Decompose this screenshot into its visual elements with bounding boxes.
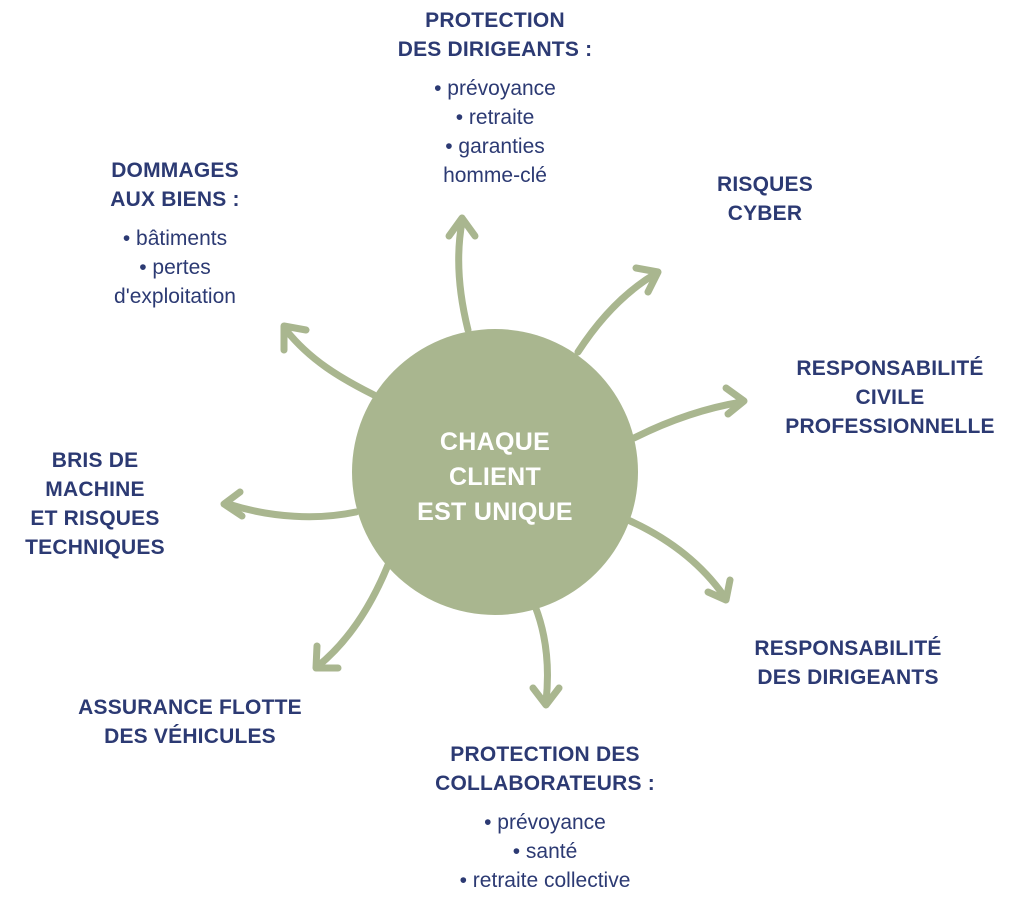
node-items: • prévoyance • retraite • garanties homm…: [345, 74, 645, 190]
title-line: PROFESSIONNELLE: [785, 415, 995, 438]
arrow-rc-dirigeants: [624, 516, 728, 600]
title-line: TECHNIQUES: [25, 536, 165, 559]
arrowhead-risques-cyber: [632, 264, 662, 296]
title-line: DOMMAGES: [111, 159, 239, 182]
title-line: DES DIRIGEANTS: [757, 666, 939, 689]
center-line: CHAQUE: [439, 428, 551, 456]
list-item: • pertes: [139, 256, 211, 279]
node-title: RISQUES CYBER: [680, 170, 850, 228]
title-line: RISQUES: [717, 173, 813, 196]
node-rc-professionnelle: RESPONSABILITÉ CIVILE PROFESSIONNELLE: [762, 354, 1018, 441]
node-protection-dirigeants: PROTECTION DES DIRIGEANTS : • prévoyance…: [345, 6, 645, 190]
node-title: PROTECTION DES COLLABORATEURS :: [395, 740, 695, 798]
arrowhead-rc-dirigeants: [704, 576, 734, 604]
title-line: COLLABORATEURS :: [435, 772, 655, 795]
title-line: MACHINE: [45, 478, 145, 501]
list-item: d'exploitation: [114, 285, 236, 308]
title-line: DES DIRIGEANTS :: [397, 38, 593, 61]
node-title: DOMMAGES AUX BIENS :: [70, 156, 280, 214]
list-item: • prévoyance: [434, 77, 556, 100]
arrowhead-flotte: [312, 642, 342, 672]
list-item: • retraite collective: [459, 869, 631, 892]
node-rc-dirigeants: RESPONSABILITÉ DES DIRIGEANTS: [728, 634, 968, 692]
node-title: RESPONSABILITÉ CIVILE PROFESSIONNELLE: [762, 354, 1018, 441]
list-item: • retraite: [455, 106, 535, 129]
node-title: PROTECTION DES DIRIGEANTS :: [345, 6, 645, 64]
title-line: RESPONSABILITÉ: [754, 637, 942, 660]
list-item: • garanties: [445, 135, 545, 158]
title-line: CIVILE: [855, 386, 925, 409]
title-line: RESPONSABILITÉ: [796, 357, 984, 380]
center-circle: [352, 329, 638, 615]
arrow-rc-pro: [630, 398, 746, 442]
node-bris-machine: BRIS DE MACHINE ET RISQUES TECHNIQUES: [2, 446, 188, 562]
arrow-bris-machine: [224, 500, 360, 521]
arrow-protection-dirigeants: [455, 218, 472, 334]
node-assurance-flotte: ASSURANCE FLOTTE DES VÉHICULES: [50, 693, 330, 751]
center-line: EST UNIQUE: [417, 498, 573, 526]
title-line: DES VÉHICULES: [104, 725, 276, 748]
node-title: BRIS DE MACHINE ET RISQUES TECHNIQUES: [2, 446, 188, 562]
arrowhead-dommages-biens: [280, 322, 310, 354]
node-dommages-biens: DOMMAGES AUX BIENS : • bâtiments • perte…: [70, 156, 280, 311]
center-line: CLIENT: [448, 463, 542, 491]
node-items: • bâtiments • pertes d'exploitation: [70, 224, 280, 311]
arrowhead-bris-machine: [220, 488, 246, 520]
title-line: PROTECTION DES: [450, 743, 640, 766]
title-line: BRIS DE: [51, 449, 139, 472]
arrow-risques-cyber: [574, 270, 659, 356]
list-item: • santé: [512, 840, 578, 863]
title-line: ASSURANCE FLOTTE: [78, 696, 302, 719]
arrowhead-protection-dirigeants: [445, 214, 479, 240]
arrow-dommages-biens: [282, 326, 378, 399]
node-title: ASSURANCE FLOTTE DES VÉHICULES: [50, 693, 330, 751]
arrow-flotte: [314, 561, 392, 670]
list-item: • bâtiments: [122, 227, 228, 250]
arrowhead-rc-pro: [722, 384, 748, 418]
node-items: • prévoyance • santé • retraite collecti…: [395, 808, 695, 895]
list-item: • prévoyance: [484, 811, 606, 834]
arrow-protection-collaborateurs: [531, 602, 551, 706]
title-line: PROTECTION: [425, 9, 565, 32]
title-line: ET RISQUES: [30, 507, 160, 530]
list-item: homme-clé: [443, 164, 547, 187]
title-line: CYBER: [727, 202, 803, 225]
center-label: CHAQUE CLIENT EST UNIQUE: [355, 425, 635, 530]
node-title: RESPONSABILITÉ DES DIRIGEANTS: [728, 634, 968, 692]
node-protection-collaborateurs: PROTECTION DES COLLABORATEURS : • prévoy…: [395, 740, 695, 895]
arrowhead-protection-collaborateurs: [529, 684, 563, 709]
title-line: AUX BIENS :: [110, 188, 240, 211]
node-risques-cyber: RISQUES CYBER: [680, 170, 850, 228]
